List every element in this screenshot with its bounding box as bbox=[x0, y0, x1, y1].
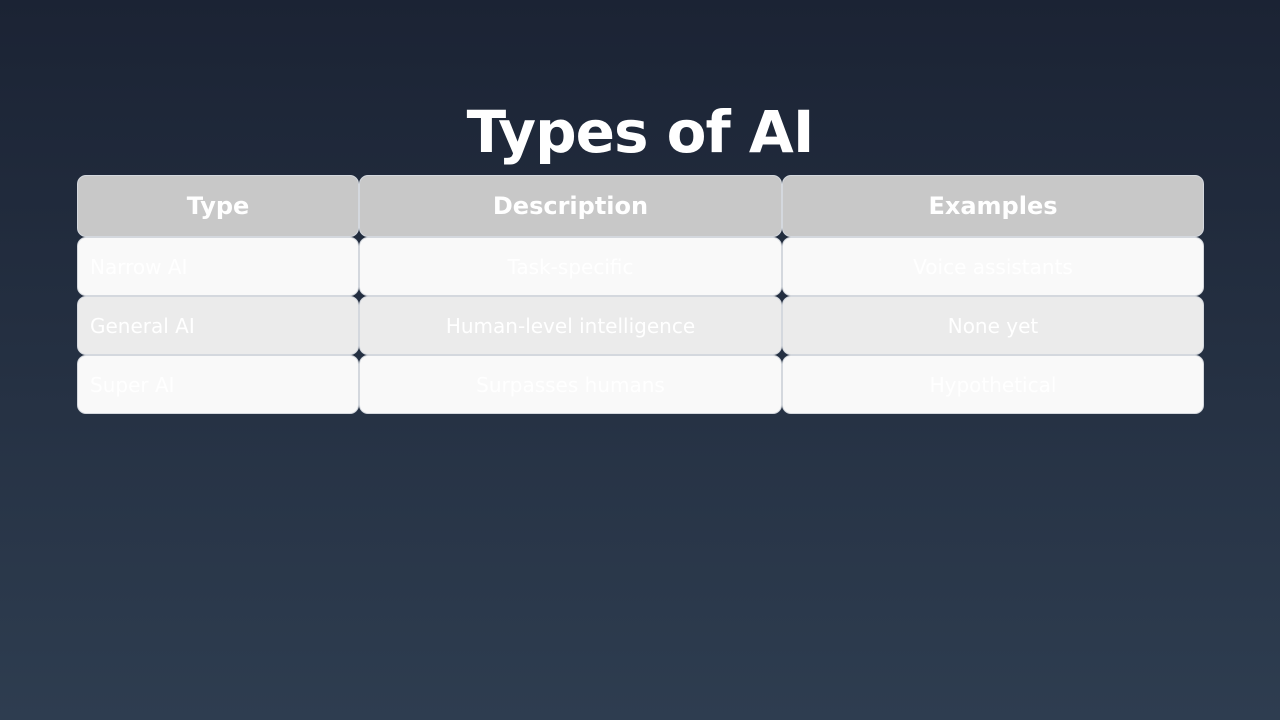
header-cell-examples: Examples bbox=[782, 175, 1204, 237]
table-cell-description: Task-specific bbox=[359, 237, 782, 296]
table-cell-examples: None yet bbox=[782, 296, 1204, 355]
table-cell-type: Super AI bbox=[77, 355, 359, 414]
table-cell-description: Surpasses humans bbox=[359, 355, 782, 414]
types-table: Type Description Examples Narrow AI Task… bbox=[77, 175, 1204, 414]
header-cell-description: Description bbox=[359, 175, 782, 237]
table-cell-type: Narrow AI bbox=[77, 237, 359, 296]
table-cell-type: General AI bbox=[77, 296, 359, 355]
table-cell-examples: Voice assistants bbox=[782, 237, 1204, 296]
slide-title: Types of AI bbox=[466, 97, 815, 166]
table-cell-examples: Hypothetical bbox=[782, 355, 1204, 414]
header-cell-type: Type bbox=[77, 175, 359, 237]
table-row: General AI Human-level intelligence None… bbox=[77, 296, 1204, 355]
table-cell-description: Human-level intelligence bbox=[359, 296, 782, 355]
table-row: Super AI Surpasses humans Hypothetical bbox=[77, 355, 1204, 414]
table-header-row: Type Description Examples bbox=[77, 175, 1204, 237]
table-row: Narrow AI Task-specific Voice assistants bbox=[77, 237, 1204, 296]
